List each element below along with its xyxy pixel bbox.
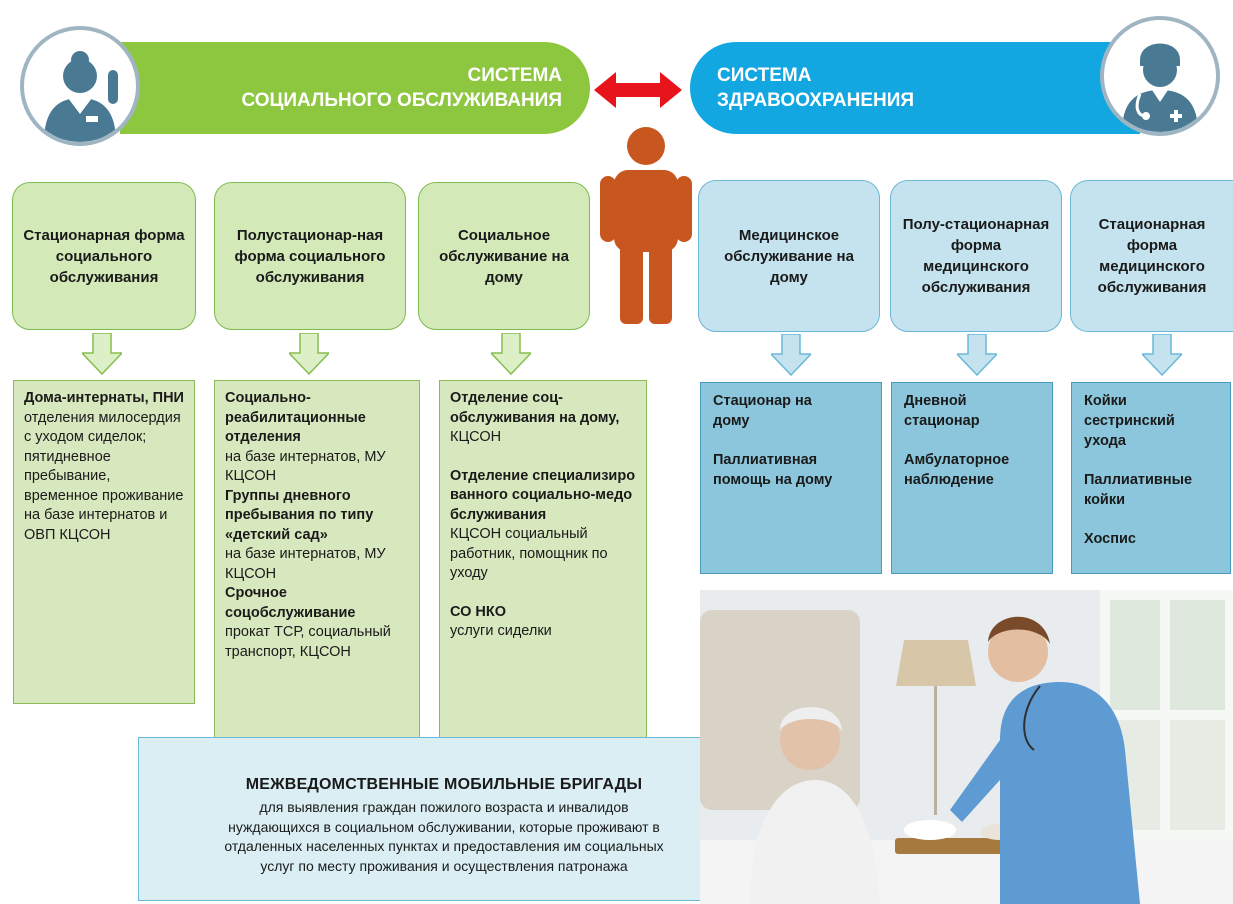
detail-heading: Дома-интернаты, ПНИ <box>24 390 184 406</box>
detail-heading: Паллиативные койки <box>1084 472 1193 508</box>
detail-text: КЦСОН социальный работник, помощник по у… <box>450 526 608 581</box>
mobile-teams-title: МЕЖВЕДОМСТВЕННЫЕ МОБИЛЬНЫЕ БРИГАДЫ <box>245 776 643 793</box>
care-photo <box>700 590 1233 904</box>
person-icon <box>598 126 694 331</box>
down-arrow-icon <box>1140 333 1184 377</box>
detail-text: прокат ТСР, социальный транспорт, КЦСОН <box>225 624 391 660</box>
social-detail-home: Отделение соц-обслуживания на дому, КЦСО… <box>439 380 647 740</box>
detail-text: отделения милосердия с уходом сиделок; п… <box>24 409 184 543</box>
double-arrow-icon <box>594 70 682 115</box>
detail-text: на базе интернатов, МУ КЦСОН <box>225 546 386 582</box>
detail-heading: Койки сестринский ухода <box>1084 393 1175 449</box>
social-form-semistationary: Полустационар-ная форма социального обсл… <box>214 182 406 330</box>
down-arrow-icon <box>489 332 533 376</box>
detail-text: услуги сиделки <box>450 623 552 639</box>
social-detail-stationary: Дома-интернаты, ПНИ отделения милосердия… <box>13 380 195 704</box>
doctor-icon <box>1100 16 1220 136</box>
health-detail-stationary: Койки сестринский ухода Паллиативные кой… <box>1071 382 1231 574</box>
down-arrow-icon <box>287 332 331 376</box>
health-form-stationary: Стационарная форма медицинского обслужив… <box>1070 180 1233 332</box>
down-arrow-icon <box>80 332 124 376</box>
social-worker-icon <box>20 26 140 146</box>
detail-heading: Амбулаторное наблюдение <box>904 452 1010 488</box>
detail-heading: Хоспис <box>1084 531 1136 547</box>
mobile-teams-description: для выявления граждан пожилого возраста … <box>224 799 664 874</box>
detail-heading-line: Отделение соц-обслуживания на дому, КЦСО… <box>450 390 620 445</box>
detail-heading: Паллиативная помощь на дому <box>713 452 833 488</box>
health-system-title: СИСТЕМА ЗДРАВООХРАНЕНИЯ <box>717 65 915 111</box>
health-form-semistationary: Полу-стационарная форма медицинского обс… <box>890 180 1062 332</box>
social-system-banner <box>120 42 590 134</box>
detail-heading: Отделение специализированного социально-… <box>450 467 636 523</box>
health-system-banner <box>690 42 1140 134</box>
health-form-home: Медицинское обслуживание на дому <box>698 180 880 332</box>
social-detail-semistationary: Социально-реабилитационные отделения на … <box>214 380 420 740</box>
social-form-stationary: Стационарная форма социального обслужива… <box>12 182 196 330</box>
down-arrow-icon <box>955 333 999 377</box>
detail-text: на базе интернатов, МУ КЦСОН <box>225 448 386 485</box>
social-system-title: СИСТЕМА СОЦИАЛЬНОГО ОБСЛУЖИВАНИЯ <box>241 65 562 111</box>
social-form-home: Социальное обслуживание на дому <box>418 182 590 330</box>
down-arrow-icon <box>769 333 813 377</box>
detail-heading: СО НКО <box>450 603 507 620</box>
detail-heading: Дневной стационар <box>904 393 980 429</box>
health-detail-semistationary: Дневной стационар Амбулаторное наблюдени… <box>891 382 1053 574</box>
detail-heading: Социально-реабилитационные отделения <box>225 390 366 445</box>
detail-heading: Группы дневного пребывания по типу «детс… <box>225 487 374 543</box>
detail-heading: Стационар на дому <box>713 393 812 429</box>
mobile-teams-box: МЕЖВЕДОМСТВЕННЫЕ МОБИЛЬНЫЕ БРИГАДЫ для в… <box>138 737 750 901</box>
health-detail-home: Стационар на дому Паллиативная помощь на… <box>700 382 882 574</box>
detail-heading: Срочное соцобслуживание <box>225 585 356 621</box>
